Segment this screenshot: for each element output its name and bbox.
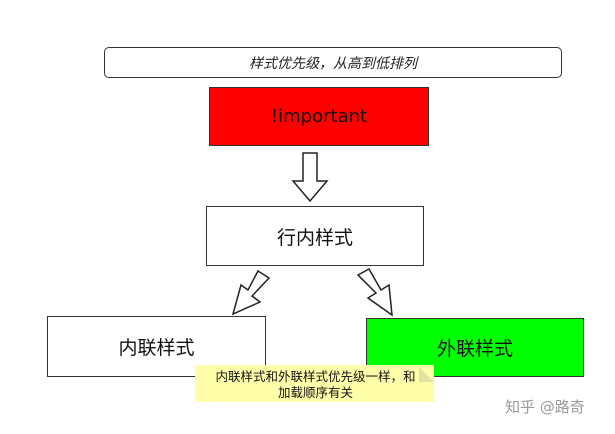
arrow-inline-to-external: [356, 267, 393, 317]
arrow-inline-to-internal: [231, 269, 271, 316]
note-line-2: 加载顺序有关: [277, 385, 353, 400]
node-important: !important: [209, 87, 429, 146]
watermark: 知乎 @路奇: [505, 398, 585, 416]
node-inline-style: 行内样式: [206, 206, 424, 266]
note-line-1: 内联样式和外联样式优先级一样，和: [215, 369, 416, 384]
arrow-important-to-inline: [291, 152, 329, 203]
diagram-title: 样式优先级，从高到低排列: [104, 47, 562, 78]
note-fold-corner: [419, 367, 434, 382]
note-callout: 内联样式和外联样式优先级一样，和 加载顺序有关: [195, 365, 434, 402]
